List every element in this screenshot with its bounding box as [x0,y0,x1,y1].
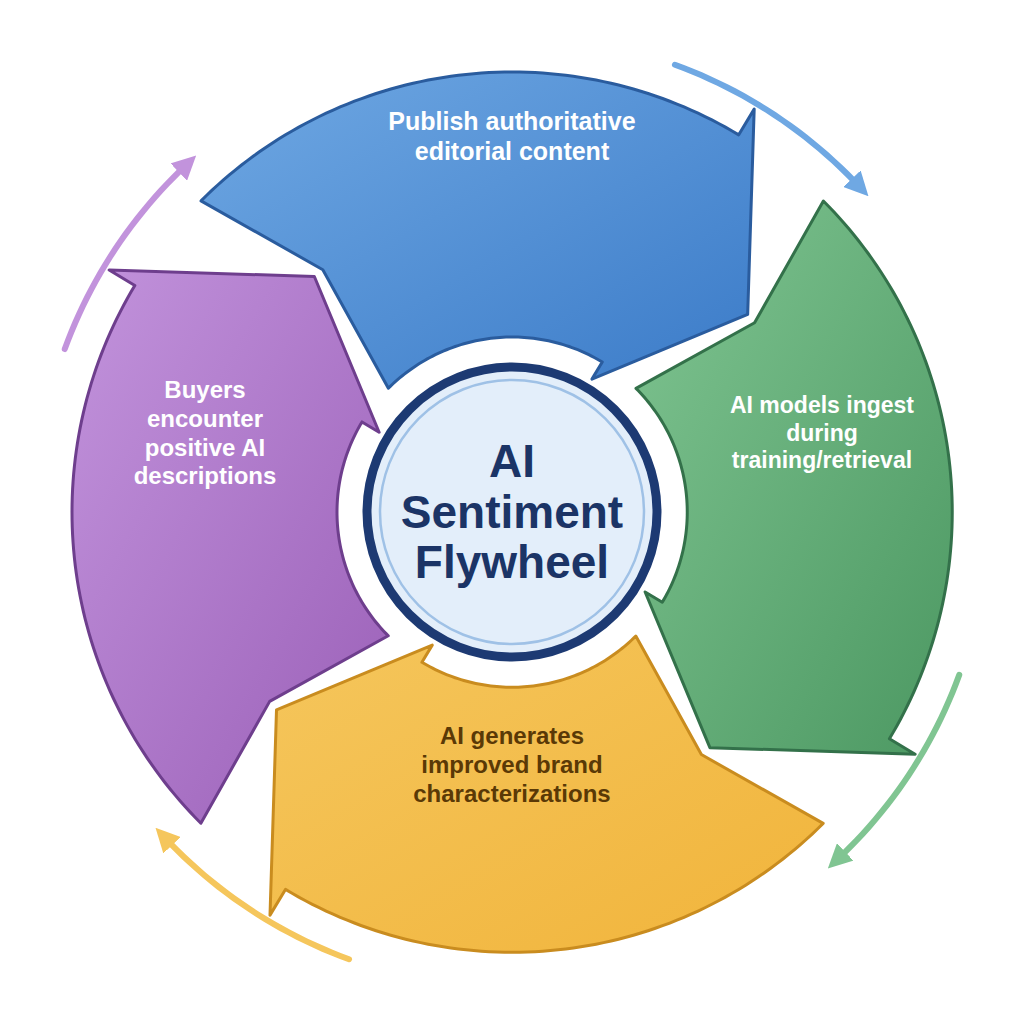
text-area: Publish authoritative editorial content [347,106,677,166]
brain-left [775,528,835,608]
flywheel-segment: AI generates improved brand characteriza… [270,636,823,952]
up-arrow [537,844,553,862]
hub-circle: AI Sentiment Flywheel [362,362,662,662]
screen-chart [202,586,238,602]
paper-back [446,196,538,270]
chip [809,555,835,581]
server-box [726,514,752,542]
chat-bubble-icon [443,836,557,916]
connector-group [65,65,959,959]
smile-bubble [443,836,506,904]
server-box [892,594,918,622]
circuit-lines [742,498,902,638]
pen-icon [556,190,566,262]
server-box [726,594,752,622]
thumbs-up [529,868,551,898]
second-bubble [482,850,557,916]
hub-outline [367,367,657,657]
check-bubble [215,519,251,556]
smile-eye [487,856,495,864]
text-area: AI models ingest during training/retriev… [719,392,924,475]
desk-laptop-base [130,620,262,628]
server-box [892,514,918,542]
hub-title: AI Sentiment Flywheel [387,436,637,588]
segment-shape [636,201,952,754]
laptop-screen [192,576,248,614]
hub-inner-ring [380,380,644,644]
cycle-arrow [675,65,860,188]
body [138,578,206,620]
smile-mouth [461,874,497,883]
cycle-arrow [837,675,960,860]
newspaper-icon [446,188,566,272]
segment-arrow-shape [636,201,952,754]
text-area: Buyers encounter positive AI description… [123,376,288,491]
cycle-arrow [65,164,188,349]
hair [148,514,196,570]
step-label: AI models ingest during training/retriev… [719,392,924,475]
step-label: AI generates improved brand characteriza… [392,722,632,808]
paper-front [454,188,546,262]
head [154,536,190,572]
text-area: AI Sentiment Flywheel [362,362,662,662]
flywheel-segment: AI models ingest during training/retriev… [636,201,952,754]
brain-right [809,528,869,608]
cycle-arrow [164,837,349,960]
smile-eye [463,856,471,864]
paper-lines [462,199,536,245]
person-laptop-icon [130,514,262,628]
paper-photo [462,197,494,221]
check-mark [226,532,242,544]
step-label: Publish authoritative editorial content [347,106,677,166]
ai-brain-icon [726,498,918,638]
segment-arrow-shape [270,636,823,952]
step-label: Buyers encounter positive AI description… [123,376,288,491]
pen-nib [506,246,530,272]
text-area: AI generates improved brand characteriza… [392,722,632,808]
